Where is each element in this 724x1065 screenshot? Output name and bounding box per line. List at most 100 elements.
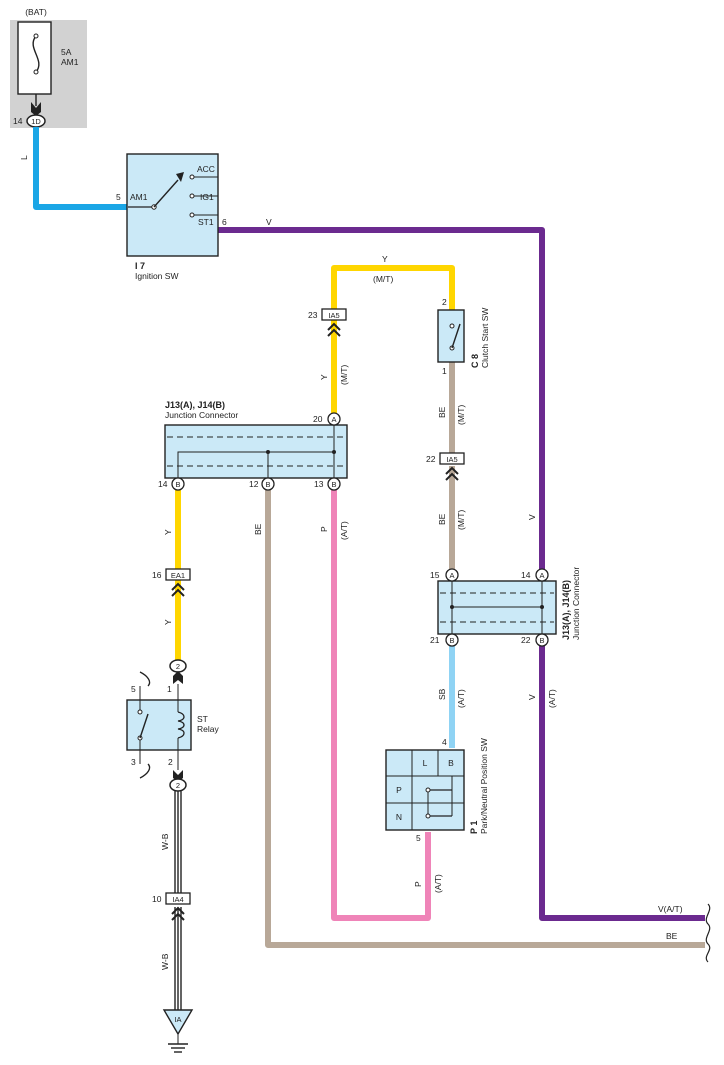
wire-v-lower	[539, 640, 705, 921]
pn-cell-p: P	[396, 785, 402, 795]
pn-cell-b: B	[448, 758, 454, 768]
ia5-mid-pin: 22	[426, 454, 436, 464]
relay-conn-top: 2	[176, 662, 180, 671]
wire-label-at-sb: (A/T)	[456, 689, 466, 708]
pin-5: 5	[116, 192, 121, 202]
ia5-top-label: IA5	[328, 311, 339, 320]
jc-right-b2: B	[539, 636, 544, 645]
wire-p-left	[331, 490, 431, 921]
relay-coil-icon	[177, 711, 185, 739]
clutch-switch-body	[437, 309, 465, 363]
wire-label-y-left: Y	[319, 374, 329, 380]
jc-left-pin-12: 12	[249, 479, 259, 489]
clutch-pin-bottom: 1	[442, 366, 447, 376]
wire-label-l: L	[19, 155, 29, 160]
jc-right-pin-14: 14	[521, 570, 531, 580]
chevron-up-icon	[171, 906, 185, 921]
jc-right-pin-15: 15	[430, 570, 440, 580]
connector-arrow-icon	[173, 671, 183, 684]
wire-label-mt-mid: (M/T)	[456, 510, 466, 530]
wire-label-sb: SB	[437, 688, 447, 700]
connector-ia4: IA4 10	[152, 892, 191, 921]
connector-ia5-mid: IA5 22	[426, 452, 465, 481]
acc-label: ACC	[197, 164, 215, 174]
relay-body	[126, 699, 192, 751]
wire-v	[218, 227, 545, 575]
wires	[33, 127, 705, 1010]
pn-pin-bottom: 5	[416, 833, 421, 843]
ground-label: IA	[174, 1015, 181, 1024]
wire-label-p-low: P	[413, 881, 423, 887]
wire-label-at-v: (A/T)	[547, 689, 557, 708]
wire-label-v-right: V	[527, 514, 537, 520]
ea1-label: EA1	[171, 571, 185, 580]
relay-name-2: Relay	[197, 724, 219, 734]
wire-y-top	[331, 265, 455, 311]
fuse-icon	[32, 35, 40, 73]
chevron-up-icon	[327, 322, 341, 337]
ground-ia: IA	[162, 1009, 194, 1053]
wire-label-y-mid: Y	[163, 529, 173, 535]
jc-right-title: J13(A), J14(B)	[561, 580, 571, 640]
wire-label-mt-right: (M/T)	[456, 405, 466, 425]
pn-cell-l: L	[423, 758, 428, 768]
junction-connector-left: J13(A), J14(B) Junction Connector A 20 B…	[158, 400, 348, 491]
fuse-rating: 5A	[61, 47, 72, 57]
ia5-mid-label: IA5	[446, 455, 457, 464]
relay-pin-2: 2	[168, 757, 173, 767]
jc-left-b1: B	[175, 480, 180, 489]
wire-be-left	[265, 490, 705, 948]
ea1-pin: 16	[152, 570, 162, 580]
pn-name: Park/Neutral Position SW	[479, 738, 489, 834]
chevron-up-icon	[171, 582, 185, 597]
ignition-switch-body	[126, 153, 219, 257]
connector-ia5-top: IA5 23	[308, 308, 347, 337]
jc-right-a2: A	[539, 571, 544, 580]
relay-pin-5: 5	[131, 684, 136, 694]
switch-contact-icon	[451, 323, 461, 349]
jc-left-pin-14: 14	[158, 479, 168, 489]
st-relay: 2 1 5 3 2 ST Relay 2	[126, 659, 219, 792]
relay-pin-1: 1	[167, 684, 172, 694]
wire-label-v-low: V	[527, 694, 537, 700]
jc-right-subtitle: Junction Connector	[571, 567, 581, 640]
jc-left-pin-20: 20	[313, 414, 323, 424]
wire-label-y-top: Y	[382, 254, 388, 264]
relay-contact-icon	[139, 713, 149, 739]
relay-name-1: ST	[197, 714, 208, 724]
wire-label-mt-top: (M/T)	[373, 274, 393, 284]
connector-ea1: EA1 16	[152, 568, 191, 597]
jc-right-a1: A	[449, 571, 454, 580]
wire-label-be-mid: BE	[437, 513, 447, 525]
pin-6: 6	[222, 217, 227, 227]
pin-14-bat: 14	[13, 116, 23, 126]
park-neutral-switch: L B P N 4 5 P 1 Park/Neutral Position SW	[385, 737, 489, 843]
ignition-code: I 7	[135, 261, 145, 271]
wire-label-be-right: BE	[437, 406, 447, 418]
wire-break-icon	[705, 903, 711, 963]
wire-label-p-left: P	[319, 526, 329, 532]
jc-right-pin-22: 22	[521, 635, 531, 645]
wire-label-v-at-end: V(A/T)	[658, 904, 683, 914]
pn-code: P 1	[469, 821, 479, 834]
wire-label-at-left: (A/T)	[339, 521, 349, 540]
wire-labels: L V Y (M/T) Y (M/T) BE (M/T) BE (M/T) V …	[19, 155, 683, 970]
relay-conn-bottom: 2	[176, 781, 180, 790]
wire-label-y-low: Y	[163, 619, 173, 625]
ignition-lever-icon	[153, 179, 179, 208]
fuse-terminal-top	[33, 33, 39, 39]
chevron-up-icon	[445, 466, 459, 481]
connector-1d-label: 1D	[31, 117, 41, 126]
clutch-name: Clutch Start SW	[480, 308, 490, 368]
wire-label-mt-left: (M/T)	[339, 365, 349, 385]
bat-label: (BAT)	[25, 7, 47, 17]
jc-left-b3: B	[331, 480, 336, 489]
wire-label-at-p: (A/T)	[433, 874, 443, 893]
clutch-code: C 8	[470, 354, 480, 368]
st1-label: ST1	[198, 217, 214, 227]
clutch-pin-top: 2	[442, 297, 447, 307]
jc-left-a: A	[331, 415, 336, 424]
ground-triangle-icon	[162, 1009, 194, 1036]
wire-label-be-left: BE	[253, 523, 263, 535]
